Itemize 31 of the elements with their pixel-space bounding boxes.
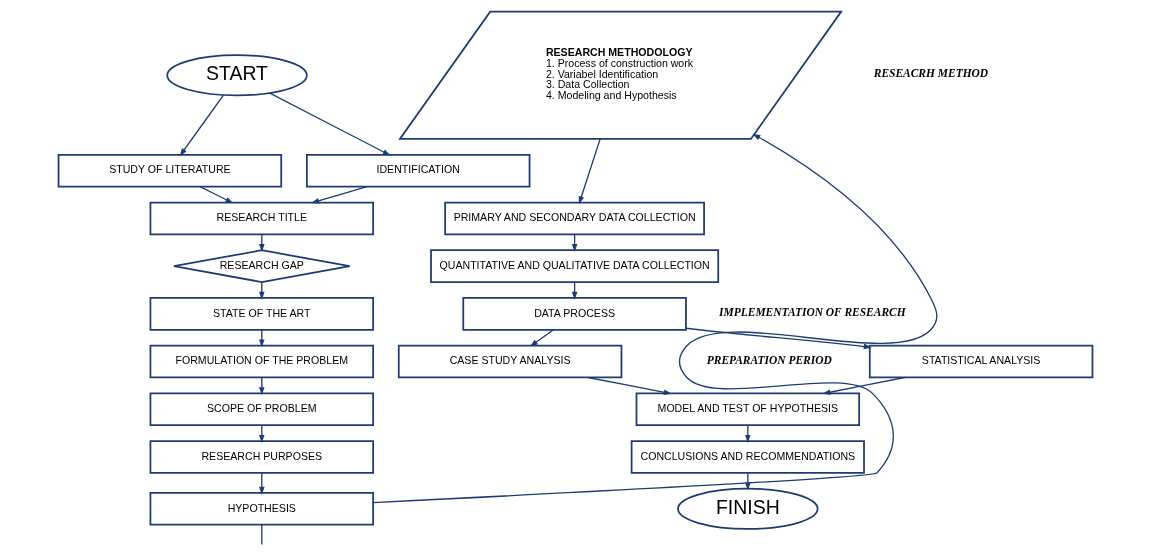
label: RESEACRH METHOD [873, 67, 988, 80]
arrow [821, 376, 905, 395]
node-box: QUANTITATIVE AND QUALITATIVE DATA COLLECTION [429, 249, 719, 283]
node-diamond: RESEARCH GAP [172, 249, 351, 283]
arrow [179, 94, 224, 157]
arrow [578, 138, 601, 205]
arrow [586, 376, 672, 395]
node-ellipse: FINISH [676, 487, 818, 530]
node-box: PRIMARY AND SECONDARY DATA COLLECTION [443, 201, 705, 236]
arrow [684, 327, 872, 350]
node-box: STATISTICAL ANALYSIS [868, 344, 1093, 379]
arrow [372, 133, 937, 504]
arrow [268, 92, 391, 156]
arrow [529, 329, 554, 347]
node-box: HYPOTHESIS [149, 492, 374, 526]
node-box: CASE STUDY ANALYSIS [397, 344, 622, 379]
node-box: STUDY OF LITERATURE [57, 153, 282, 188]
node-ellipse: START [165, 54, 308, 97]
node-box: SCOPE OF PROBLEM [149, 392, 374, 427]
node-box: RESEARCH TITLE [149, 201, 374, 236]
node-box: RESEARCH PURPOSES [149, 440, 374, 474]
arrow [198, 185, 233, 204]
node-box: IDENTIFICATION [305, 153, 530, 188]
node-box: FORMULATION OF THE PROBLEM [149, 344, 374, 379]
label: PREPARATION PERIOD [706, 353, 832, 366]
node-box: STATE OF THE ART [149, 297, 374, 331]
node-box: DATA PROCESS [461, 297, 687, 331]
node-box: MODEL AND TEST OF HYPOTHESIS [635, 392, 860, 427]
connector [260, 524, 262, 546]
label: IMPLEMENTATION OF RESEARCH [718, 305, 906, 318]
node-box: CONCLUSIONS AND RECOMMENDATIONS [630, 440, 865, 474]
